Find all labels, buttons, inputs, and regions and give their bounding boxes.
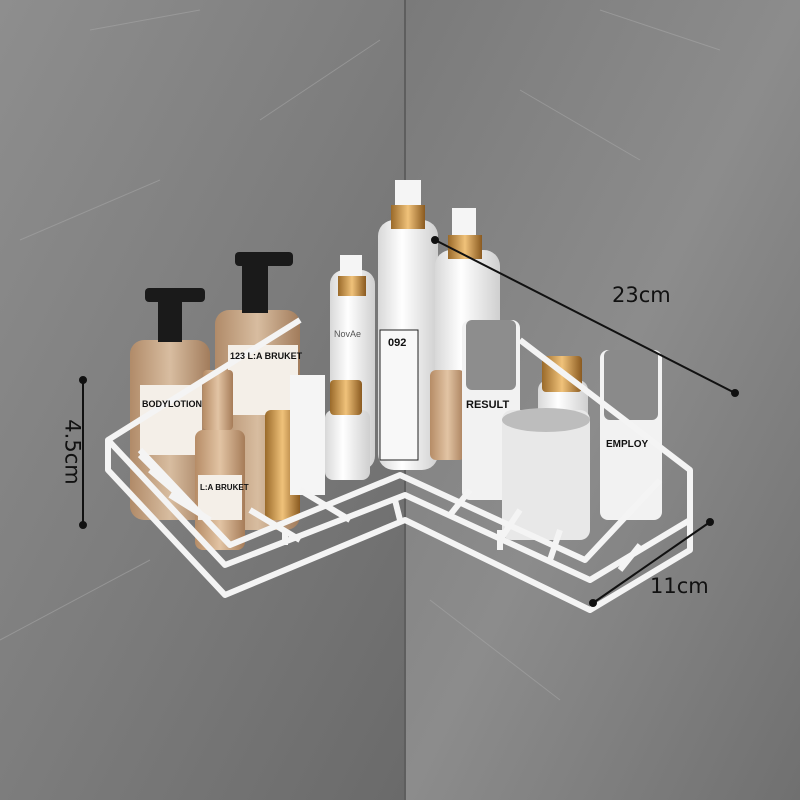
length-dimension-label: 23cm	[612, 283, 671, 307]
product-label-result: RESULT	[466, 399, 510, 411]
product-label-092: 092	[388, 337, 407, 349]
dimension-lines	[79, 236, 739, 607]
product-label-brand: 123 L:A BRUKET	[230, 351, 303, 361]
marble-veins	[0, 9, 721, 701]
product-label-novae: NovAe	[334, 329, 362, 339]
right-bottles	[462, 320, 662, 540]
depth-dimension-label: 11cm	[650, 574, 709, 598]
left-bottles	[130, 252, 375, 550]
height-dimension-label: 4.5cm	[60, 419, 85, 485]
corner-shelf	[105, 317, 693, 613]
product-label-bodylotion: BODYLOTION	[142, 399, 202, 409]
product-label-employ: EMPLOY	[606, 439, 649, 450]
product-label-brand-small: L:A BRUKET	[200, 483, 249, 492]
